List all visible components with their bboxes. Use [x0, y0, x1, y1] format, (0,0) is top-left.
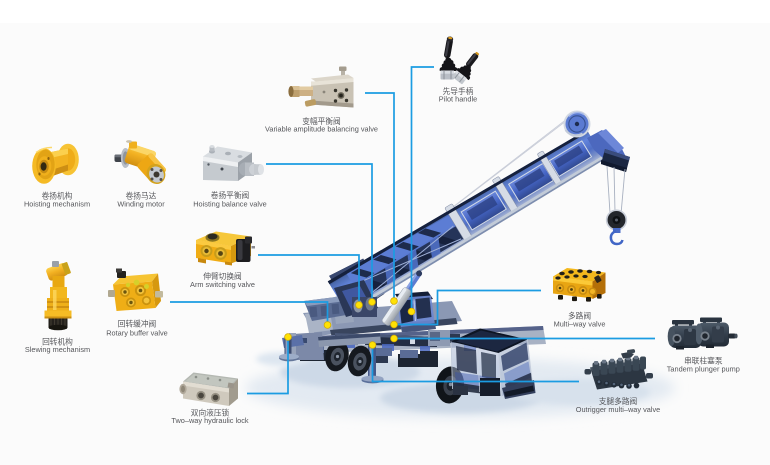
svg-text:卷扬马达: 卷扬马达 [126, 191, 157, 201]
svg-text:Variable amplitude balancing v: Variable amplitude balancing valve [265, 125, 378, 134]
svg-text:Slewing mechanism: Slewing mechanism [25, 345, 90, 354]
svg-text:卷扬机构: 卷扬机构 [42, 191, 73, 201]
svg-text:Winding motor: Winding motor [117, 200, 165, 209]
svg-text:Tandem plunger pump: Tandem plunger pump [667, 365, 740, 374]
svg-text:Pilot handle: Pilot handle [439, 95, 477, 104]
svg-text:变幅平衡阀: 变幅平衡阀 [302, 116, 340, 126]
svg-text:串联柱塞泵: 串联柱塞泵 [684, 355, 723, 365]
svg-text:先导手柄: 先导手柄 [443, 86, 474, 96]
svg-text:Rotary buffer valve: Rotary buffer valve [106, 328, 168, 337]
svg-text:回转机构: 回转机构 [42, 337, 73, 347]
svg-text:卷扬平衡阀: 卷扬平衡阀 [211, 190, 249, 200]
svg-text:Multi–way valve: Multi–way valve [554, 319, 606, 328]
svg-text:Arm switching valve: Arm switching valve [190, 280, 255, 289]
svg-text:Hoisting mechanism: Hoisting mechanism [24, 200, 90, 209]
svg-text:双向液压锁: 双向液压锁 [191, 407, 230, 417]
svg-text:支腿多路阀: 支腿多路阀 [599, 396, 637, 406]
svg-text:Outrigger multi–way valve: Outrigger multi–way valve [576, 405, 661, 414]
svg-text:伸臂切换阀: 伸臂切换阀 [203, 271, 241, 281]
svg-text:回转缓冲阀: 回转缓冲阀 [118, 319, 156, 329]
svg-text:Hoisting balance valve: Hoisting balance valve [193, 199, 266, 208]
svg-text:多路阀: 多路阀 [568, 311, 591, 321]
svg-text:Two–way hydraulic lock: Two–way hydraulic lock [171, 416, 248, 425]
